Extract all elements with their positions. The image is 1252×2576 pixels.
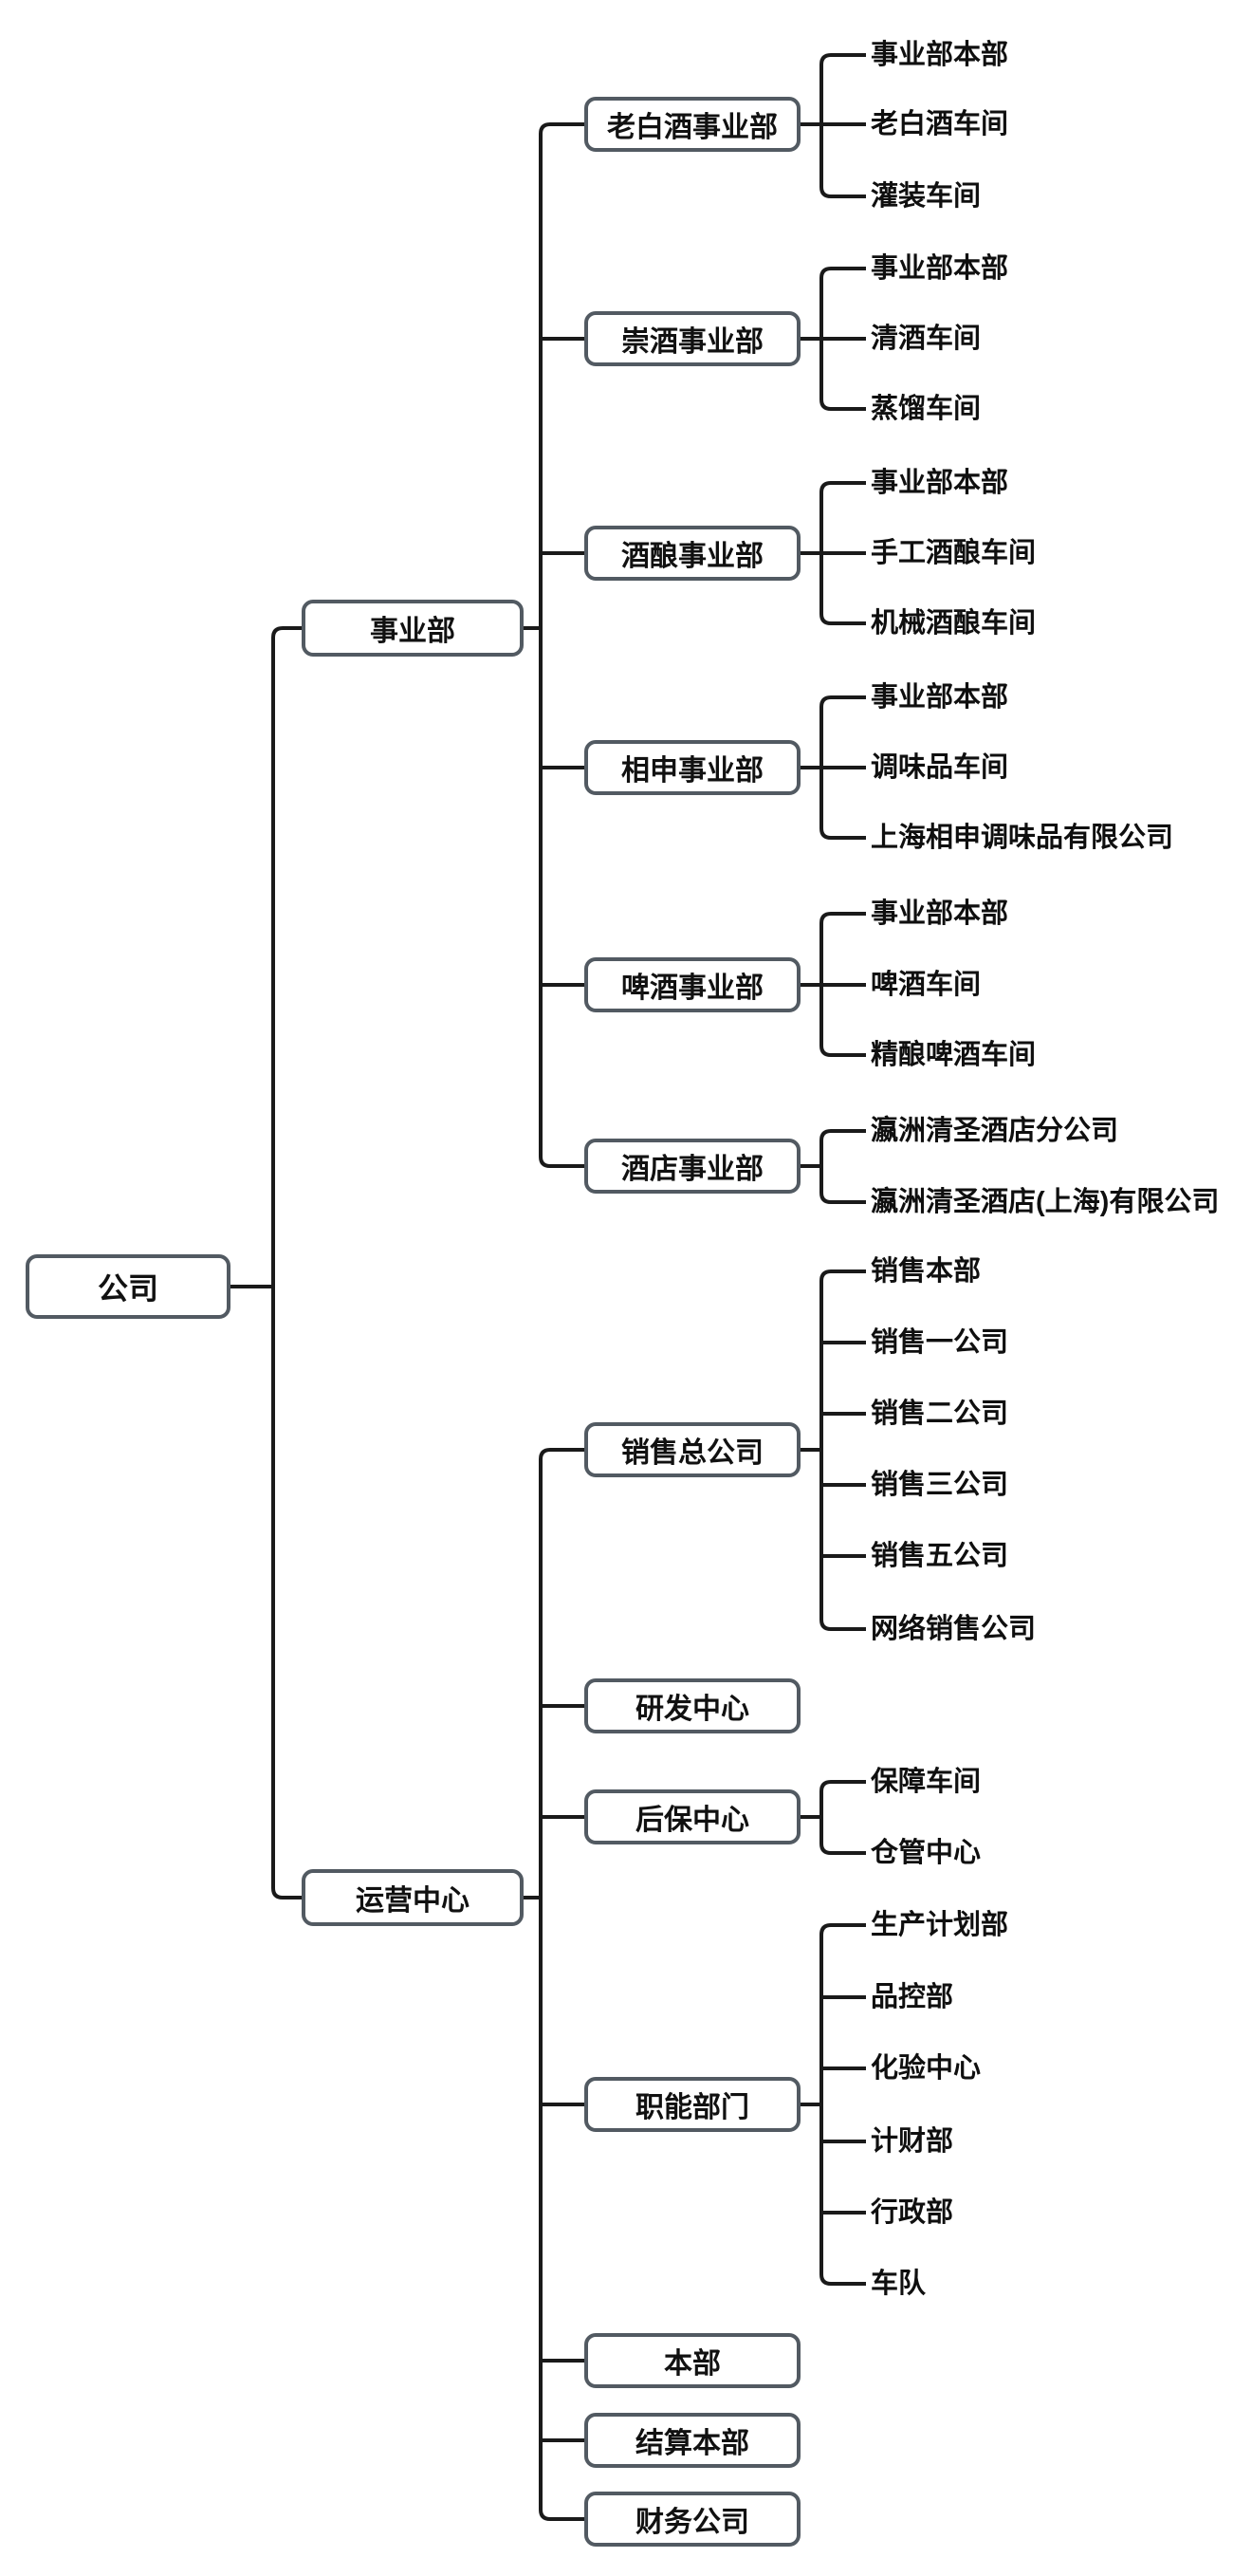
leaf-node: 销售二公司: [871, 1399, 1009, 1429]
leaf-node: 机械酒酿车间: [871, 608, 1037, 639]
leaf-node: 事业部本部: [871, 468, 1009, 498]
node-settlement-hq: 结算本部: [584, 2413, 801, 2468]
leaf-node: 化验中心: [871, 2053, 982, 2084]
leaf-node: 啤酒车间: [871, 970, 982, 1000]
node-company: 公司: [26, 1254, 230, 1319]
leaf-node: 仓管中心: [871, 1838, 982, 1868]
connector-xiangshen-leaves: [801, 695, 866, 840]
node-headquarters: 本部: [584, 2333, 801, 2388]
leaf-node: 清酒车间: [871, 324, 982, 354]
leaf-node: 计财部: [871, 2126, 954, 2157]
leaf-node: 品控部: [871, 1982, 954, 2012]
leaf-node: 销售本部: [871, 1256, 982, 1287]
leaf-node: 调味品车间: [871, 752, 1009, 783]
leaf-node: 瀛洲清圣酒店(上海)有限公司: [871, 1187, 1220, 1217]
connector-hotel-leaves: [801, 1129, 866, 1204]
node-chong-wine-division: 崇酒事业部: [584, 311, 801, 366]
connector-jiuniang-leaves: [801, 481, 866, 625]
leaf-node: 保障车间: [871, 1767, 982, 1797]
node-old-baijiu-division: 老白酒事业部: [584, 97, 801, 152]
node-xiangshen-division: 相申事业部: [584, 740, 801, 795]
leaf-node: 行政部: [871, 2197, 954, 2228]
node-finance-company: 财务公司: [584, 2492, 801, 2547]
connector-functional-leaves: [801, 1923, 866, 2286]
leaf-node: 事业部本部: [871, 682, 1009, 713]
node-functional-depts: 职能部门: [584, 2077, 801, 2132]
leaf-node: 瀛洲清圣酒店分公司: [871, 1116, 1119, 1146]
connector-chong-wine-leaves: [801, 267, 866, 411]
node-business-division: 事业部: [302, 600, 524, 657]
connector-operations-trunk: [524, 1448, 584, 2521]
leaf-node: 网络销售公司: [871, 1614, 1037, 1644]
connector-beer-leaves: [801, 912, 866, 1057]
node-logistics-center: 后保中心: [584, 1789, 801, 1844]
leaf-node: 事业部本部: [871, 253, 1009, 284]
connector-sales-leaves: [801, 1269, 866, 1631]
leaf-node: 销售五公司: [871, 1541, 1009, 1571]
connector-logistics-leaves: [801, 1780, 866, 1855]
connector-company-trunk: [230, 626, 302, 1900]
leaf-node: 上海相申调味品有限公司: [871, 823, 1174, 853]
leaf-node: 生产计划部: [871, 1910, 1009, 1940]
connector-business-division-trunk: [524, 122, 584, 1168]
node-sales-hq: 销售总公司: [584, 1422, 801, 1477]
leaf-node: 手工酒酿车间: [871, 538, 1037, 568]
node-hotel-division: 酒店事业部: [584, 1139, 801, 1194]
leaf-node: 蒸馏车间: [871, 394, 982, 424]
leaf-node: 事业部本部: [871, 40, 1009, 70]
leaf-node: 销售一公司: [871, 1327, 1009, 1358]
leaf-node: 销售三公司: [871, 1470, 1009, 1500]
leaf-node: 事业部本部: [871, 899, 1009, 929]
connector-old-baijiu-leaves: [801, 53, 866, 198]
leaf-node: 老白酒车间: [871, 109, 1009, 139]
leaf-node: 精酿啤酒车间: [871, 1040, 1037, 1070]
node-operations-center: 运营中心: [302, 1869, 524, 1926]
leaf-node: 灌装车间: [871, 181, 982, 212]
leaf-node: 车队: [871, 2269, 927, 2299]
node-beer-division: 啤酒事业部: [584, 957, 801, 1012]
node-jiuniang-division: 酒酿事业部: [584, 526, 801, 581]
node-rd-center: 研发中心: [584, 1678, 801, 1733]
